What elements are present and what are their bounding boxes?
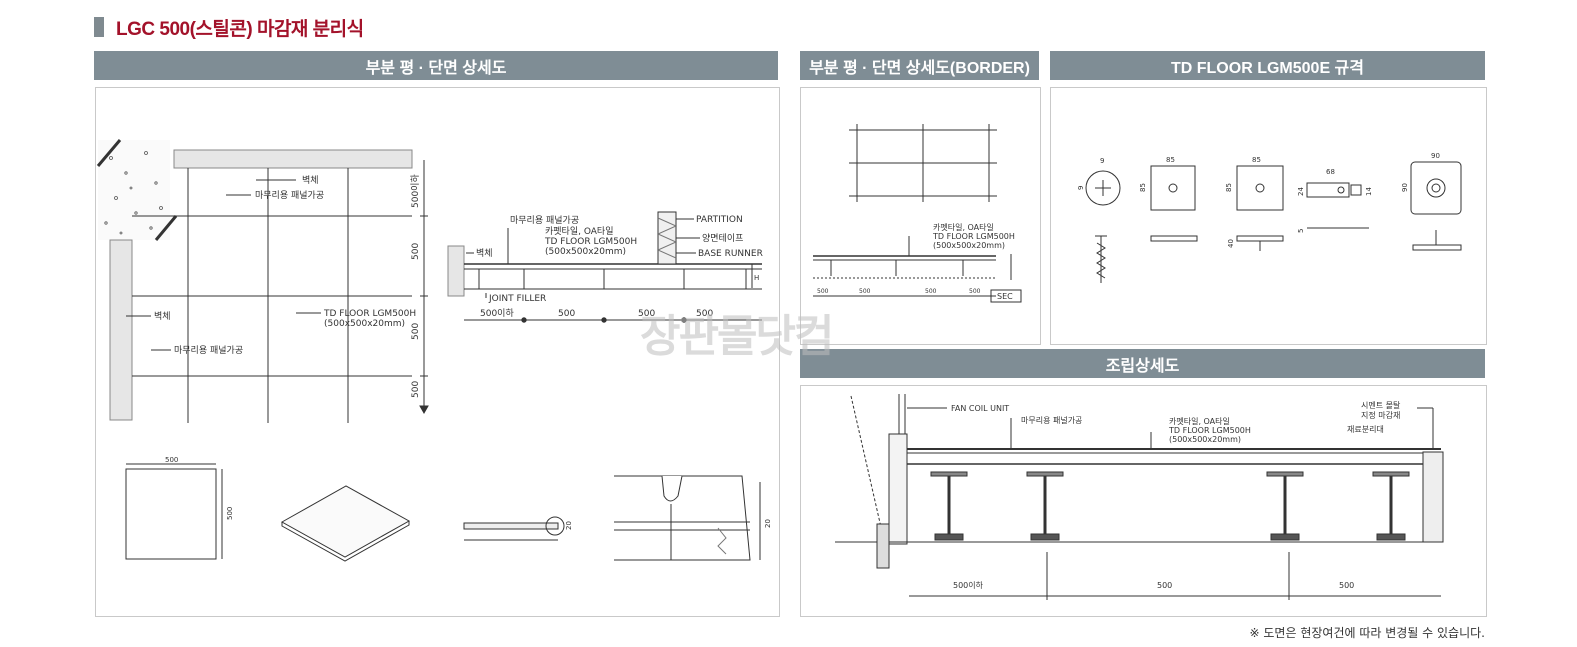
border-d1: 500: [817, 288, 829, 295]
border-carpet: 카펫타일, OA타일: [933, 222, 994, 232]
watermark: 장판몰닷컴: [640, 311, 834, 362]
asm-carpet: 카펫타일, OA타일: [1169, 416, 1230, 426]
asm-fan: FAN COIL UNIT: [951, 404, 1009, 413]
sec-partition: PARTITION: [696, 215, 743, 225]
dim-3: 500: [411, 381, 421, 398]
sec-dim-c: 500: [638, 309, 655, 319]
header-spec: TD FLOOR LGM500E 규격: [1050, 51, 1485, 80]
detail-thk: 20: [565, 521, 573, 530]
asm-d1: 500이하: [953, 580, 984, 590]
border-d4: 500: [969, 288, 981, 295]
label-wall-left: 벽체: [154, 311, 171, 322]
panel-assembly: FAN COIL UNIT 마무리용 패널가공 카펫타일, OA타일 TD FL…: [800, 385, 1487, 617]
sec-dim-a: 500이하: [480, 308, 514, 319]
border-sec: SEC: [997, 292, 1013, 301]
label-wall-top: 벽체: [302, 175, 319, 186]
sec-carpet: 카펫타일, OA타일: [545, 226, 614, 237]
label-tile-size: (500x500x20mm): [324, 319, 405, 329]
sec-finish: 마무리용 패널가공: [510, 215, 579, 226]
asm-cement1: 시멘트 몰탈: [1361, 400, 1401, 410]
border-floor: TD FLOOR LGM500H: [932, 232, 1015, 241]
detail-w500: 500: [165, 456, 178, 464]
sec-dim-b: 500: [558, 309, 575, 319]
label-tile: TD FLOOR LGM500H: [323, 309, 416, 319]
spec-drawing: 9 9 85 85 85 85 68 24 14 90 90 40 5: [1077, 152, 1462, 283]
panel-border: 카펫타일, OA타일 TD FLOOR LGM500H (500x500x20m…: [800, 87, 1041, 345]
sec-floor: TD FLOOR LGM500H: [544, 237, 637, 247]
panel-spec: 9 9 85 85 85 85 68 24 14 90 90 40 5: [1050, 87, 1487, 345]
sec-wall: 벽체: [476, 248, 493, 259]
header-plan: 부분 평 · 단면 상세도: [94, 51, 778, 80]
sec-h: H: [754, 274, 759, 282]
title-marker: [94, 17, 104, 37]
border-drawing: 카펫타일, OA타일 TD FLOOR LGM500H (500x500x20m…: [813, 124, 1022, 303]
asm-finish: 마무리용 패널가공: [1021, 415, 1082, 425]
spec-d40: 40: [1227, 239, 1235, 248]
header-assembly: 조립상세도: [800, 349, 1485, 378]
page-title-bar: LGC 500(스틸콘) 마감재 분리식: [94, 14, 364, 40]
dim-1: 500: [411, 243, 421, 260]
detail-thk2: 20: [764, 519, 772, 528]
sec-joint: JOINT FILLER: [488, 294, 546, 304]
asm-sep: 재료분리대: [1347, 425, 1384, 434]
spec-d85c: 85: [1252, 156, 1261, 164]
spec-d85b: 85: [1139, 183, 1147, 192]
border-d2: 500: [859, 288, 871, 295]
spec-d85d: 85: [1225, 183, 1233, 192]
asm-floor: TD FLOOR LGM500H: [1168, 426, 1251, 435]
footnote: ※ 도면은 현장여건에 따라 변경될 수 있습니다.: [1249, 626, 1485, 640]
asm-cement2: 지정 마감재: [1361, 410, 1400, 420]
sec-base-runner: BASE RUNNER: [698, 249, 763, 259]
label-finish-top: 마무리용 패널가공: [255, 190, 324, 201]
border-d3: 500: [925, 288, 937, 295]
detail-h500: 500: [226, 507, 234, 520]
dim-2: 500: [411, 323, 421, 340]
asm-size: (500x500x20mm): [1169, 435, 1241, 444]
sec-tape: 양면테이프: [702, 233, 743, 244]
spec-d9b: 9: [1077, 186, 1085, 190]
label-finish-left: 마무리용 패널가공: [174, 345, 243, 356]
page-title: LGC 500(스틸콘) 마감재 분리식: [116, 18, 364, 40]
border-size: (500x500x20mm): [933, 241, 1005, 250]
spec-d5: 5: [1297, 229, 1305, 233]
header-border: 부분 평 · 단면 상세도(BORDER): [800, 51, 1039, 80]
spec-d9: 9: [1100, 157, 1104, 165]
spec-d90a: 90: [1431, 152, 1440, 160]
asm-d2: 500: [1157, 581, 1172, 590]
assembly-drawing: FAN COIL UNIT 마무리용 패널가공 카펫타일, OA타일 TD FL…: [835, 394, 1444, 600]
spec-d68: 68: [1326, 168, 1335, 176]
plan-drawing: 벽체 마무리용 패널가공 벽체 마무리용 패널가공 TD FLOOR LGM50…: [96, 139, 772, 562]
asm-d3: 500: [1339, 581, 1354, 590]
dim-top: 500이하: [410, 174, 421, 208]
spec-d24: 24: [1297, 187, 1305, 196]
sec-size: (500x500x20mm): [545, 247, 626, 257]
panel-plan: 벽체 마무리용 패널가공 벽체 마무리용 패널가공 TD FLOOR LGM50…: [95, 87, 780, 617]
spec-d90b: 90: [1401, 183, 1409, 192]
spec-d85a: 85: [1166, 156, 1175, 164]
spec-d14: 14: [1365, 187, 1373, 196]
sec-dim-d: 500: [696, 309, 713, 319]
